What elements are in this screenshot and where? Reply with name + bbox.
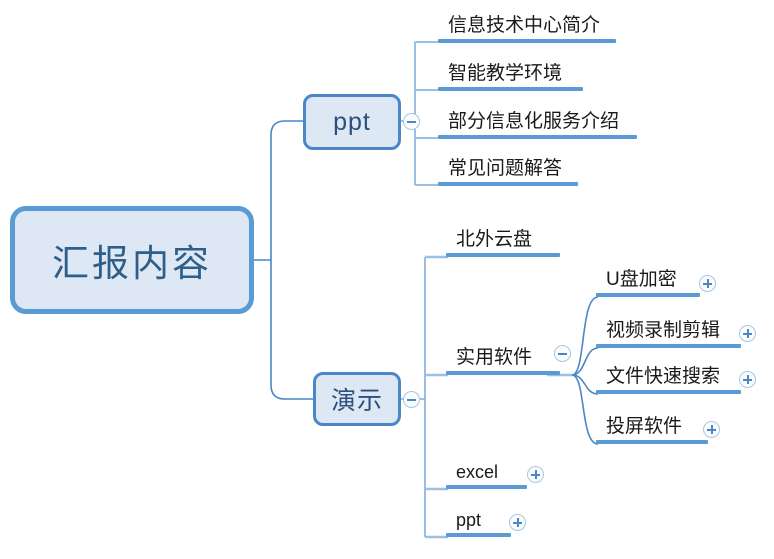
- expand-circle-icon-toupingruanjian[interactable]: [703, 421, 720, 438]
- expand-circle-icon-excel[interactable]: [527, 466, 544, 483]
- leaf-node-shiyongruanjian[interactable]: 实用软件: [446, 347, 560, 375]
- leaf-underline: [596, 389, 741, 394]
- leaf-node-changjianwenti[interactable]: 常见问题解答: [438, 158, 578, 186]
- leaf-node-changjianwenti-label: 常见问题解答: [448, 158, 563, 179]
- leaf-underline: [438, 134, 637, 139]
- expand-circle-icon-ppt-leaf[interactable]: [509, 514, 526, 531]
- branch-node-yanshi[interactable]: 演示: [313, 372, 401, 426]
- leaf-node-excel-label: excel: [456, 462, 499, 482]
- connector-ruanjian-child-2: [571, 347, 599, 376]
- leaf-underline: [446, 252, 560, 257]
- leaf-node-upanjiami-label: U盘加密: [606, 269, 677, 290]
- leaf-underline: [438, 181, 578, 186]
- connector-ruanjian-child-1: [571, 296, 599, 376]
- expand-circle-icon-upanjiami[interactable]: [699, 275, 716, 292]
- connector-root-to-ppt: [270, 120, 303, 260]
- leaf-node-xinxijishu[interactable]: 信息技术中心简介: [438, 15, 616, 43]
- collapse-circle-icon-ppt[interactable]: [403, 113, 420, 130]
- collapse-circle-icon-shiyongruanjian[interactable]: [554, 345, 571, 362]
- leaf-node-beiwaiyunpan[interactable]: 北外云盘: [446, 229, 560, 257]
- leaf-node-toupingruanjian-label: 投屏软件: [606, 416, 683, 437]
- branch-node-ppt-label: ppt: [333, 107, 371, 136]
- leaf-node-xinxijishu-label: 信息技术中心简介: [448, 15, 601, 36]
- leaf-underline: [596, 292, 700, 297]
- leaf-node-xinxihuafuwu-label: 部分信息化服务介绍: [448, 111, 620, 132]
- leaf-underline: [446, 532, 511, 537]
- connector-ruanjian-child-3: [571, 374, 599, 395]
- leaf-underline: [438, 38, 616, 43]
- leaf-node-wenjiansousuo[interactable]: 文件快速搜索: [596, 366, 741, 394]
- root-node[interactable]: 汇报内容: [10, 206, 254, 314]
- leaf-node-ppt-leaf[interactable]: ppt: [446, 510, 511, 537]
- expand-circle-icon-shipinluzhi[interactable]: [739, 325, 756, 342]
- leaf-node-shipinluzhi-label: 视频录制剪辑: [606, 320, 721, 341]
- connector-root-to-yanshi: [270, 260, 313, 400]
- leaf-node-ppt-leaf-label: ppt: [456, 510, 482, 530]
- leaf-underline: [596, 439, 708, 444]
- leaf-node-beiwaiyunpan-label: 北外云盘: [456, 229, 533, 250]
- leaf-node-shipinluzhi[interactable]: 视频录制剪辑: [596, 320, 741, 348]
- expand-circle-icon-wenjiansousuo[interactable]: [739, 371, 756, 388]
- leaf-node-excel[interactable]: excel: [446, 462, 527, 489]
- leaf-node-toupingruanjian[interactable]: 投屏软件: [596, 416, 708, 444]
- leaf-node-zhinengjiaoxue-label: 智能教学环境: [448, 63, 563, 84]
- branch-node-ppt[interactable]: ppt: [303, 94, 401, 150]
- leaf-node-xinxihuafuwu[interactable]: 部分信息化服务介绍: [438, 111, 637, 139]
- connector-ruanjian-child-4: [571, 374, 599, 445]
- leaf-underline: [446, 484, 527, 489]
- leaf-node-upanjiami[interactable]: U盘加密: [596, 269, 700, 297]
- leaf-underline: [446, 370, 560, 375]
- collapse-circle-icon-yanshi[interactable]: [403, 391, 420, 408]
- root-node-label: 汇报内容: [52, 243, 212, 284]
- leaf-node-wenjiansousuo-label: 文件快速搜索: [606, 366, 721, 387]
- leaf-node-shiyongruanjian-label: 实用软件: [456, 347, 533, 368]
- leaf-node-zhinengjiaoxue[interactable]: 智能教学环境: [438, 63, 583, 91]
- leaf-underline: [596, 343, 741, 348]
- leaf-underline: [438, 86, 583, 91]
- branch-node-yanshi-label: 演示: [330, 387, 383, 415]
